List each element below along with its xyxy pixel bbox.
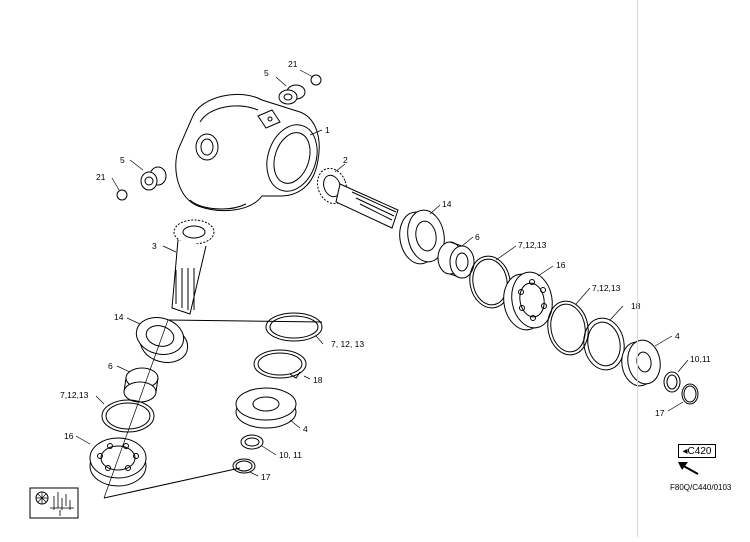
label-4-upper: 4: [675, 331, 680, 341]
washer-part-10-11-stack: [240, 434, 264, 450]
label-10-11-upper: 10,11: [690, 354, 711, 364]
sleeve-part-6-lower: [123, 367, 159, 403]
label-7-12-13-b: 7,12,13: [592, 283, 621, 293]
label-7-12-13-c: 7, 12, 13: [331, 339, 364, 349]
label-6-lower: 6: [108, 361, 113, 371]
nut-part-4-stack: [235, 387, 297, 429]
label-21-top: 21: [288, 59, 298, 69]
reference-box: ◂C420: [678, 444, 716, 458]
label-7-12-13-d: 7,12,13: [60, 390, 89, 400]
pinion-shaft-part-3: [171, 219, 215, 315]
label-14-upper: 14: [442, 199, 452, 209]
drawing-code: F80Q/C440/0103: [670, 483, 732, 492]
page-divider: [637, 0, 638, 537]
housing-part-1: [175, 93, 320, 212]
bearing-part-14-lower: [135, 317, 189, 363]
label-14-lower: 14: [114, 312, 124, 322]
label-17-upper: 17: [655, 408, 665, 418]
arrow-up-left-icon: [678, 462, 699, 475]
label-16-upper: 16: [556, 260, 566, 270]
oring-part-21-top: [310, 74, 322, 86]
label-18-upper: 18: [631, 301, 641, 311]
label-7-12-13-a: 7,12,13: [518, 240, 547, 250]
circlip-part-18-upper: [583, 317, 625, 371]
bearing-part-16-lower: [89, 437, 147, 487]
sleeve-part-5-left: [140, 166, 167, 191]
shim-ring-7-12-13-stack: [265, 312, 323, 342]
label-4-lower: 4: [303, 424, 308, 434]
label-1: 1: [325, 125, 330, 135]
label-18-lower: 18: [313, 375, 323, 385]
label-17-lower: 17: [261, 472, 271, 482]
bevel-shaft-part-2: [316, 167, 399, 229]
shim-ring-7-12-13-upper-2: [547, 300, 589, 356]
ring-part-17-upper: [681, 383, 699, 405]
oring-part-21-left: [116, 189, 128, 201]
label-6-upper: 6: [475, 232, 480, 242]
bearing-part-16-upper: [503, 271, 553, 331]
label-21-left: 21: [96, 172, 106, 182]
label-3: 3: [152, 241, 157, 251]
shim-ring-7-12-13-lower: [101, 399, 155, 433]
bearing-part-14-upper: [399, 209, 445, 265]
sleeve-part-5-top: [278, 84, 306, 105]
label-5-left: 5: [120, 155, 125, 165]
leader-lines: [75, 69, 689, 477]
nut-part-4-upper: [621, 339, 661, 387]
label-10-11-lower: 10, 11: [279, 450, 302, 460]
label-2: 2: [343, 155, 348, 165]
transmission-diagram-icon: [29, 487, 79, 519]
ring-part-17-stack: [232, 458, 256, 474]
callout-lines: [103, 319, 323, 499]
label-16-lower: 16: [64, 431, 74, 441]
sleeve-part-6-upper: [437, 241, 475, 279]
washer-part-10-11-upper: [663, 371, 681, 393]
shim-ring-7-12-13-upper: [469, 255, 511, 309]
circlip-part-18-stack: [253, 349, 307, 379]
label-5-top: 5: [264, 68, 269, 78]
